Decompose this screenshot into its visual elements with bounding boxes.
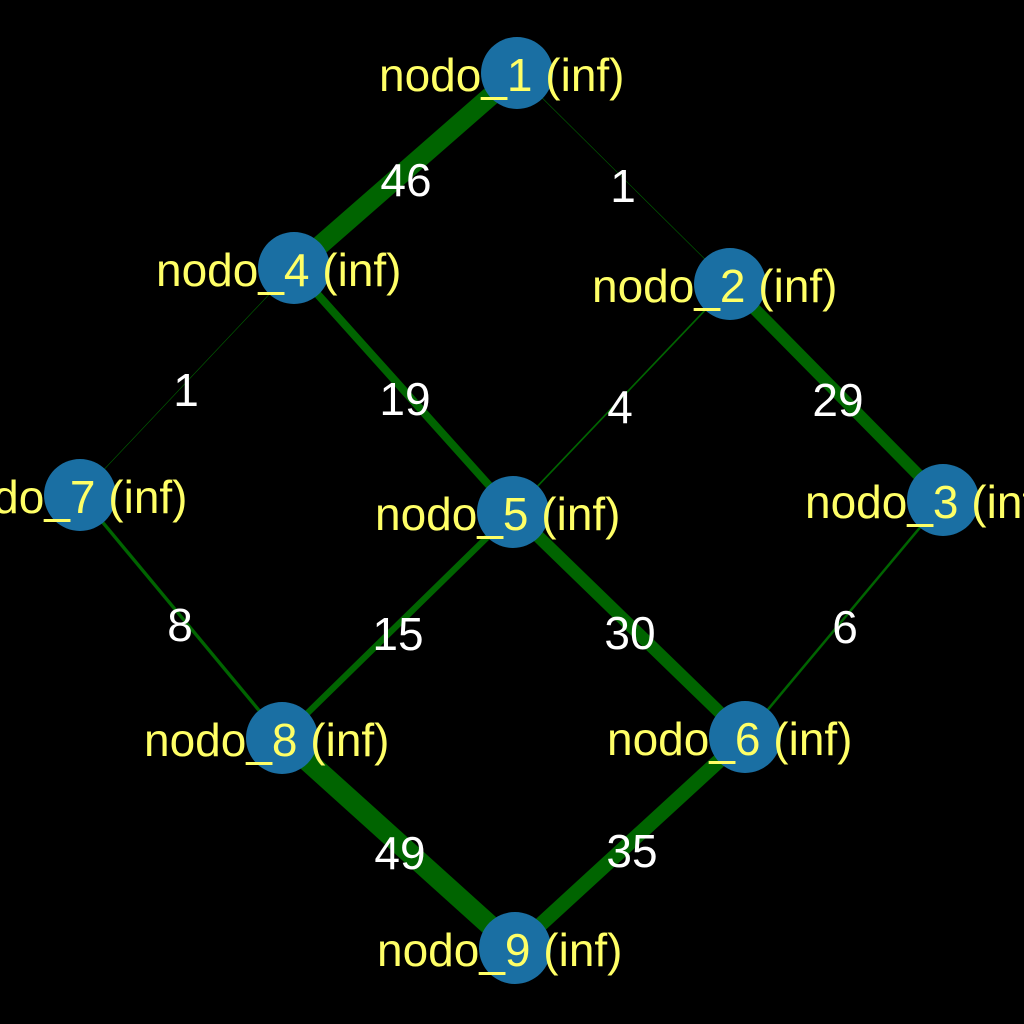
- edge-nodo_5-nodo_8: [279, 509, 516, 741]
- node-label-nodo_1: nodo_1 (inf): [379, 49, 625, 101]
- node-nodo_2: [694, 248, 766, 320]
- node-nodo_5: [477, 476, 549, 548]
- node-label-nodo_9: nodo_9 (inf): [377, 924, 623, 976]
- edge-nodo_2-nodo_5: [512, 283, 731, 513]
- edge-weight-label: 49: [374, 827, 425, 879]
- node-label-nodo_3: nodo_3 (inf): [805, 476, 1024, 528]
- edges-layer: [78, 65, 948, 956]
- edge-nodo_6-nodo_9: [510, 731, 750, 954]
- node-label-nodo_8: nodo_8 (inf): [144, 714, 390, 766]
- node-label-nodo_6: nodo_6 (inf): [607, 713, 853, 765]
- edge-weight-label: 1: [610, 160, 636, 212]
- node-nodo_3: [907, 464, 979, 536]
- node-nodo_8: [246, 702, 318, 774]
- edge-nodo_8-nodo_9: [275, 730, 522, 956]
- nodes-layer: [44, 37, 979, 984]
- node-label-nodo_5: nodo_5 (inf): [375, 488, 621, 540]
- edge-weight-label: 4: [607, 381, 633, 433]
- node-nodo_9: [479, 912, 551, 984]
- edge-nodo_2-nodo_3: [725, 279, 948, 505]
- node-label-nodo_2: nodo_2 (inf): [592, 260, 838, 312]
- node-nodo_7: [44, 459, 116, 531]
- node-label-nodo_7: nodo_7 (inf): [0, 471, 188, 523]
- edge-nodo_7-nodo_8: [78, 493, 284, 740]
- edge-nodo_1-nodo_2: [516, 72, 731, 285]
- edge-nodo_3-nodo_6: [744, 499, 944, 738]
- edge-weight-label: 35: [606, 825, 657, 877]
- node-nodo_1: [481, 37, 553, 109]
- edge-weight-label: 1: [173, 364, 199, 416]
- edge-nodo_1-nodo_4: [287, 65, 524, 276]
- edge-weight-label: 6: [832, 601, 858, 653]
- node-nodo_6: [709, 701, 781, 773]
- edge-weight-label: 46: [380, 154, 431, 206]
- edge-nodo_5-nodo_6: [508, 507, 750, 742]
- edge-labels-layer: 46 1 1 19 4 29 8 15 30 6 49 35: [167, 154, 863, 879]
- edge-weight-label: 29: [812, 374, 863, 426]
- edge-weight-label: 30: [604, 607, 655, 659]
- node-labels-layer: nodo_1 (inf) nodo_2 (inf) nodo_3 (inf) nodo…: [0, 49, 1024, 976]
- node-label-nodo_4: nodo_4 (inf): [156, 244, 402, 296]
- node-nodo_4: [258, 232, 330, 304]
- edge-weight-label: 8: [167, 599, 193, 651]
- edge-weight-label: 19: [379, 373, 430, 425]
- edge-nodo_4-nodo_7: [79, 267, 295, 496]
- edge-weight-label: 15: [372, 608, 423, 660]
- edge-nodo_4-nodo_5: [291, 265, 516, 515]
